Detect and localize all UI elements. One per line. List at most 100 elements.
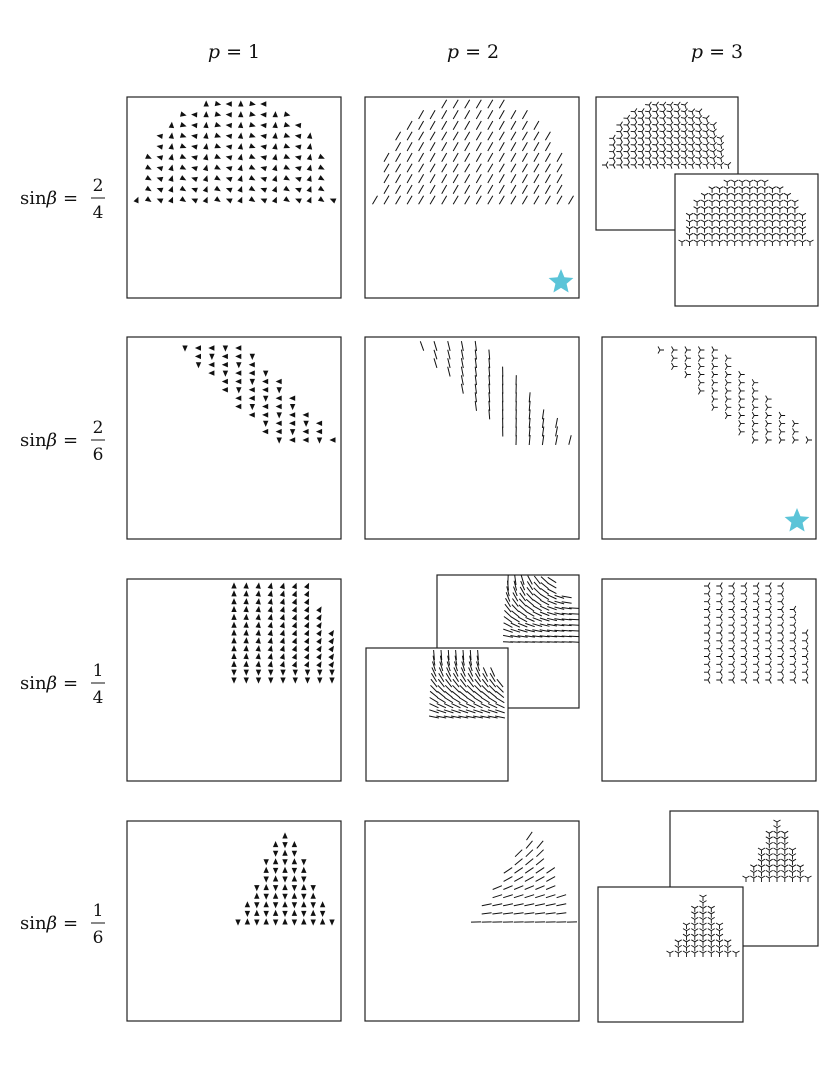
prong-mark [699, 894, 707, 901]
triangle-mark [255, 582, 261, 589]
triangle-mark [272, 875, 279, 882]
pattern-r3c3 [704, 582, 809, 684]
dash-mark [441, 120, 448, 130]
dash-mark [554, 629, 565, 632]
prong-mark [680, 121, 688, 129]
prong-mark [704, 668, 711, 676]
dash-mark [429, 184, 436, 194]
dash-mark [539, 605, 550, 611]
dash-mark [498, 152, 505, 162]
prong-mark [680, 154, 688, 163]
prong-mark [789, 621, 797, 629]
dash-mark [474, 349, 477, 360]
prong-mark [783, 232, 792, 240]
triangle-mark [294, 133, 302, 139]
prong-mark [789, 629, 797, 637]
prong-mark [757, 875, 766, 882]
dash-mark [510, 622, 521, 628]
prong-mark [761, 232, 769, 240]
prong-mark [773, 842, 781, 849]
pattern-r3c1 [231, 582, 335, 684]
prong-mark [685, 226, 694, 233]
prong-mark [652, 161, 659, 169]
triangle-mark [319, 901, 326, 908]
triangle-mark [156, 144, 163, 150]
dash-mark [395, 184, 402, 194]
dash-mark [481, 684, 490, 693]
prong-mark [711, 403, 718, 411]
dash-mark [441, 110, 448, 120]
dash-mark [464, 142, 471, 152]
dash-mark [429, 152, 436, 162]
dash-mark [429, 131, 436, 141]
prong-mark [765, 836, 773, 843]
dash-mark [498, 163, 505, 173]
prong-mark [765, 842, 773, 849]
dash-mark [488, 366, 491, 377]
dash-mark [429, 195, 436, 205]
prong-mark [777, 660, 784, 669]
prong-mark [746, 239, 754, 246]
triangle-mark [316, 629, 322, 637]
dash-mark [547, 611, 557, 616]
prong-mark [753, 613, 760, 622]
triangle-mark [291, 637, 297, 645]
prong-mark [684, 370, 691, 379]
prong-mark [707, 911, 715, 918]
prong-mark [783, 239, 792, 246]
prong-mark [738, 206, 746, 213]
dash-mark [406, 142, 413, 152]
triangle-mark [203, 121, 209, 129]
dash-mark [535, 876, 545, 882]
dash-mark [504, 603, 512, 613]
prong-mark [645, 108, 652, 116]
prong-mark [757, 847, 766, 854]
dash-mark [498, 110, 505, 120]
dash-mark [481, 912, 492, 915]
dash-mark [492, 894, 503, 899]
dash-mark [418, 163, 425, 173]
dash-mark [473, 715, 483, 719]
prong-mark [709, 141, 717, 150]
dash-mark [480, 703, 491, 709]
dash-mark [528, 417, 531, 428]
prong-mark [730, 179, 739, 186]
triangle-mark [255, 652, 261, 660]
prong-mark [674, 945, 682, 952]
prong-mark [623, 134, 631, 143]
prong-mark [684, 354, 691, 362]
triangle-mark [279, 606, 285, 613]
triangle-mark [235, 353, 242, 360]
prong-mark [778, 428, 786, 436]
triangle-mark [237, 143, 243, 150]
pattern-r1c2 [372, 99, 574, 205]
triangle-mark [315, 428, 323, 435]
dash-mark [525, 610, 535, 617]
prong-mark [724, 945, 732, 952]
prong-mark [730, 212, 739, 220]
dash-mark [452, 163, 459, 173]
triangle-mark [225, 122, 232, 129]
triangle-mark [248, 362, 255, 368]
dash-mark [533, 593, 542, 601]
dash-mark [437, 690, 446, 698]
triangle-mark [248, 387, 255, 393]
triangle-mark [291, 885, 298, 892]
prong-mark [645, 121, 652, 129]
prong-mark [700, 239, 709, 246]
triangle-mark [282, 849, 288, 856]
prong-mark [682, 928, 691, 935]
triangle-mark [249, 100, 256, 107]
triangle-mark [263, 420, 269, 427]
dash-mark [439, 661, 444, 672]
dash-mark [535, 867, 545, 874]
dash-mark [525, 849, 534, 858]
triangle-mark [304, 653, 310, 660]
triangle-mark [304, 598, 310, 606]
triangle-mark [304, 645, 310, 653]
prong-mark [716, 652, 723, 661]
triangle-mark [221, 353, 228, 360]
prong-mark [715, 933, 724, 941]
dash-mark [447, 649, 450, 661]
dash-mark [495, 690, 505, 698]
